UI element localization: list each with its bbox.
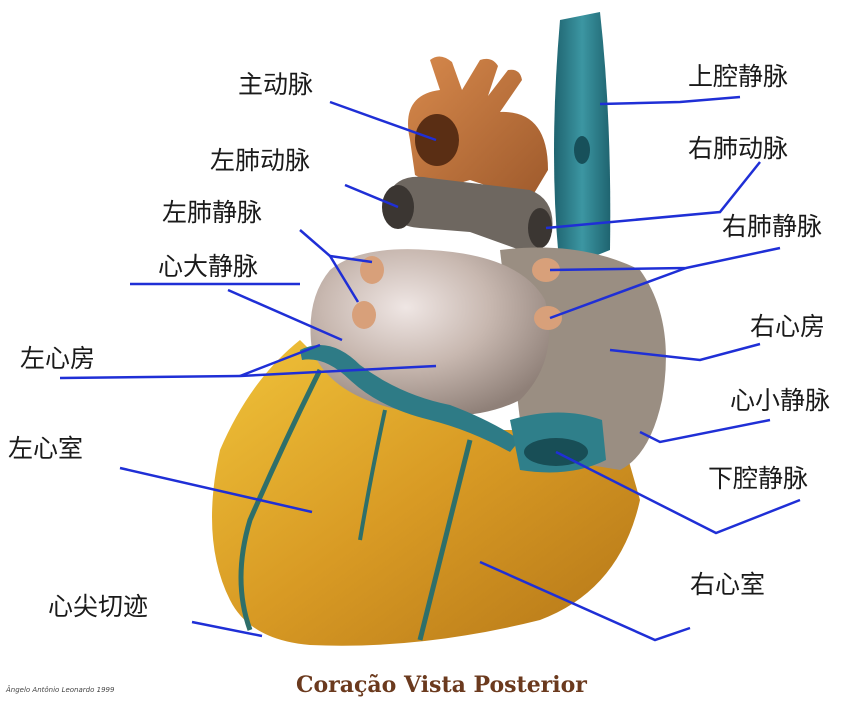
figure-caption: Coração Vista Posterior <box>296 672 587 698</box>
label-inferior-vena-cava: 下腔静脉 <box>708 466 808 491</box>
label-aorta: 主动脉 <box>238 72 313 97</box>
label-right-atrium: 右心房 <box>750 314 825 339</box>
label-superior-vena-cava: 上腔静脉 <box>688 64 788 89</box>
label-right-pulmonary-vein: 右肺静脉 <box>722 214 822 239</box>
label-left-pulmonary-artery: 左肺动脉 <box>210 148 310 173</box>
label-apex-notch: 心尖切迹 <box>48 594 148 619</box>
label-left-atrium: 左心房 <box>20 346 95 371</box>
label-right-pulmonary-artery: 右肺动脉 <box>688 136 788 161</box>
artist-credit: Ângelo Antônio Leonardo 1999 <box>6 686 114 694</box>
label-small-cardiac-vein: 心小静脉 <box>730 388 830 413</box>
label-right-ventricle: 右心室 <box>690 572 765 597</box>
label-left-ventricle: 左心室 <box>8 436 83 461</box>
label-great-cardiac-vein: 心大静脉 <box>158 254 258 279</box>
label-left-pulmonary-vein: 左肺静脉 <box>162 200 262 225</box>
